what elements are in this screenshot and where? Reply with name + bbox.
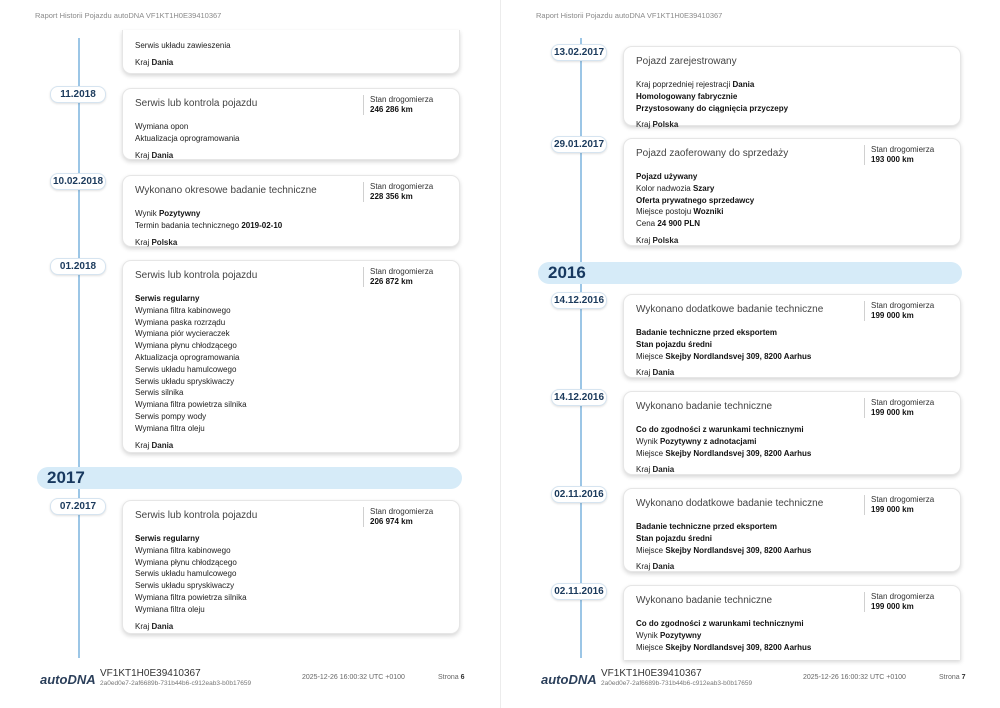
event-details: Serwis układu zawieszenia [135, 41, 231, 50]
event-country: Kraj Polska [636, 120, 679, 130]
event-details: Co do zgodności z warunkami technicznymi… [636, 619, 812, 652]
year-band: 2016 [538, 262, 962, 284]
event-card: Serwis lub kontrola pojazdu Stan drogomi… [122, 260, 460, 453]
event-card: Serwis lub kontrola pojazdu Stan drogomi… [122, 500, 460, 634]
event-title: Serwis lub kontrola pojazdu [135, 98, 258, 109]
event-details: Badanie techniczne przed eksportem Stan … [636, 522, 812, 555]
autodna-logo: autoDNA [541, 672, 597, 687]
event-title: Wykonano dodatkowe badanie techniczne [636, 304, 824, 315]
page-footer: autoDNA VF1KT1H0E39410367 2a0ed0e7-2af66… [501, 668, 1000, 698]
page-number: Strona 7 [939, 674, 966, 681]
year-band: 2017 [37, 467, 462, 489]
footer-vin: VF1KT1H0E39410367 [601, 668, 702, 679]
footer-vin: VF1KT1H0E39410367 [100, 668, 201, 679]
event-country: Kraj Dania [636, 465, 675, 475]
event-card: Wykonano badanie techniczne Stan drogomi… [623, 391, 961, 475]
event-details: Pojazd używany Kolor nadwozia Szary Ofer… [636, 172, 755, 229]
event-country: Kraj Dania [636, 562, 675, 572]
event-date: 13.02.2017 [551, 44, 607, 61]
footer-hash: 2a0ed0e7-2af6689b-731b44b6-c912eab3-b0b1… [100, 680, 252, 687]
event-card-partial: Wykonano badanie techniczne Stan drogomi… [623, 585, 961, 660]
event-card: Wykonano dodatkowe badanie techniczne St… [623, 294, 961, 378]
autodna-logo: autoDNA [40, 672, 96, 687]
event-country: Kraj Dania [636, 368, 675, 378]
event-title: Serwis lub kontrola pojazdu [135, 270, 258, 281]
event-country: Kraj Dania [135, 440, 174, 450]
event-date: 14.12.2016 [551, 389, 607, 406]
event-card: Wykonano okresowe badanie techniczne Sta… [122, 175, 460, 247]
event-title: Wykonano badanie techniczne [636, 595, 773, 606]
report-page-6: Raport Historii Pojazdu autoDNA VF1KT1H0… [0, 11, 500, 698]
footer-hash: 2a0ed0e7-2af6689b-731b44b6-c912eab3-b0b1… [601, 680, 753, 687]
event-details: Wynik Pozytywny Termin badania techniczn… [135, 209, 283, 230]
event-title: Wykonano dodatkowe badanie techniczne [636, 498, 824, 509]
event-date: 14.12.2016 [551, 292, 607, 309]
event-date: 02.11.2016 [551, 583, 607, 600]
event-details: Wymiana opon Aktualizacja oprogramowania [135, 122, 240, 143]
event-date: 02.11.2016 [551, 486, 607, 503]
event-details: Kraj poprzedniej rejestracji Dania Homol… [636, 80, 789, 113]
event-title: Pojazd zaoferowany do sprzedaży [636, 148, 789, 159]
event-card-partial: Serwis układu zawieszenia Kraj Dania [122, 30, 460, 74]
event-country: Kraj Polska [135, 237, 178, 247]
event-card: Pojazd zarejestrowany Kraj poprzedniej r… [623, 46, 961, 130]
event-details: Co do zgodności z warunkami technicznymi… [636, 425, 812, 458]
event-title: Wykonano badanie techniczne [636, 401, 773, 412]
timeline-line [78, 38, 80, 658]
event-date: 07.2017 [50, 498, 106, 515]
event-details: Badanie techniczne przed eksportem Stan … [636, 328, 812, 361]
event-country: Kraj Dania [135, 621, 174, 631]
event-country: Kraj Dania [135, 150, 174, 160]
page-header: Raport Historii Pojazdu autoDNA VF1KT1H0… [536, 11, 723, 20]
event-title: Pojazd zarejestrowany [636, 56, 737, 67]
report-page-7: Raport Historii Pojazdu autoDNA VF1KT1H0… [500, 0, 1000, 708]
event-date: 29.01.2017 [551, 136, 607, 153]
page-header: Raport Historii Pojazdu autoDNA VF1KT1H0… [35, 11, 222, 20]
event-title: Serwis lub kontrola pojazdu [135, 510, 258, 521]
event-date: 01.2018 [50, 258, 106, 275]
event-country: Kraj Polska [636, 235, 679, 245]
event-card: Pojazd zaoferowany do sprzedaży Stan dro… [623, 138, 961, 246]
event-details: Serwis regularny Wymiana filtra kabinowe… [135, 294, 247, 433]
page-number: Strona 6 [438, 674, 465, 681]
timeline-line [580, 38, 582, 658]
page-footer: autoDNA VF1KT1H0E39410367 2a0ed0e7-2af66… [0, 668, 500, 698]
event-details: Serwis regularny Wymiana filtra kabinowe… [135, 534, 247, 614]
event-card: Wykonano dodatkowe badanie techniczne St… [623, 488, 961, 572]
event-country: Kraj Dania [135, 57, 174, 67]
event-title: Wykonano okresowe badanie techniczne [135, 185, 317, 196]
event-date: 11.2018 [50, 86, 106, 103]
event-card: Serwis lub kontrola pojazdu Stan drogomi… [122, 88, 460, 160]
footer-timestamp: 2025-12-26 16:00:32 UTC +0100 [803, 674, 906, 681]
footer-timestamp: 2025-12-26 16:00:32 UTC +0100 [302, 674, 405, 681]
event-date: 10.02.2018 [50, 173, 106, 190]
